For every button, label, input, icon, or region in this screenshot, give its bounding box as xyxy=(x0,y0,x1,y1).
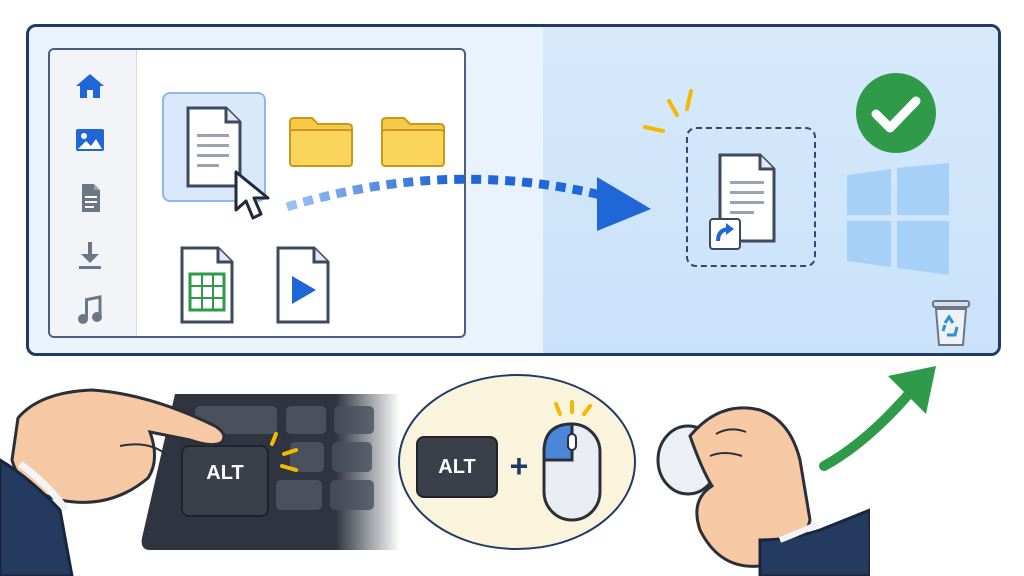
instruction-strip: ALT ALT + xyxy=(0,360,1024,576)
recycle-bin-icon[interactable] xyxy=(929,297,973,349)
keyboard-illustration xyxy=(0,388,400,576)
folder-icon xyxy=(289,117,353,167)
mouse-icon xyxy=(542,400,602,522)
image-icon[interactable] xyxy=(70,122,110,158)
explorer-sidebar xyxy=(50,50,137,336)
video-file-tile[interactable] xyxy=(268,242,338,333)
combo-alt-key: ALT xyxy=(416,436,498,498)
spreadsheet-file-icon xyxy=(180,246,234,324)
folder-tile[interactable] xyxy=(286,110,356,175)
folder-tile[interactable] xyxy=(378,110,448,175)
combo-plus-sign: + xyxy=(509,448,529,484)
document-file-icon xyxy=(186,106,242,188)
file-explorer-window xyxy=(48,48,466,338)
document-file-tile-selected[interactable] xyxy=(162,92,266,202)
spreadsheet-file-tile[interactable] xyxy=(172,242,242,333)
highlight-sparkle-icon xyxy=(643,89,693,133)
document-icon[interactable] xyxy=(70,180,110,216)
folder-icon xyxy=(381,117,445,167)
download-icon[interactable] xyxy=(70,238,110,274)
mouse-cursor-icon xyxy=(234,170,270,220)
drag-path-arrow xyxy=(285,174,651,231)
windows-logo-icon xyxy=(847,163,949,275)
alt-key-label: ALT xyxy=(206,462,244,484)
hand-on-mouse-illustration xyxy=(656,406,870,576)
music-icon[interactable] xyxy=(70,292,110,328)
document-shortcut-icon xyxy=(709,153,776,250)
drop-target-zone[interactable] xyxy=(686,127,816,267)
check-icon xyxy=(856,73,936,153)
video-file-icon xyxy=(276,246,330,324)
screen-frame xyxy=(26,24,1001,356)
home-icon[interactable] xyxy=(70,68,110,104)
success-arrow-icon xyxy=(819,366,936,471)
alt-key xyxy=(181,445,269,517)
